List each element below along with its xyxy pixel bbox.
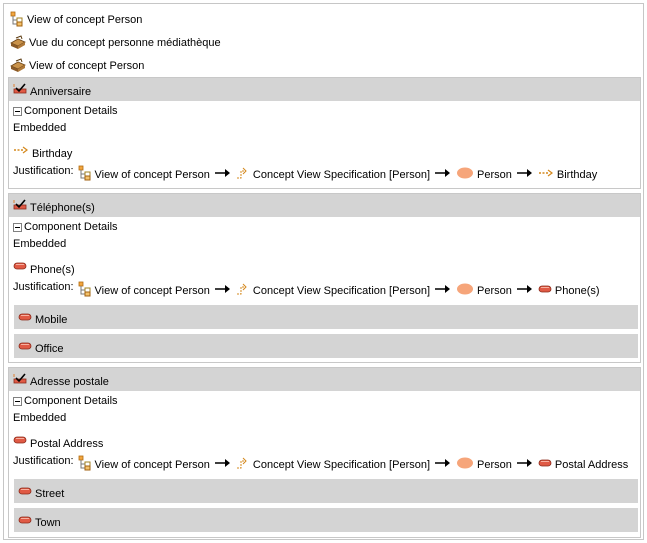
collapse-icon[interactable]	[13, 396, 22, 406]
arrow-right-icon	[214, 284, 231, 294]
red-attribute-icon	[18, 516, 32, 524]
sub-item-label: Office	[35, 342, 64, 355]
concept-view-icon	[78, 165, 91, 181]
justification-concept[interactable]: Person	[456, 165, 512, 181]
justification-label: Justification:	[13, 455, 74, 467]
checked-attribute-icon	[13, 372, 27, 387]
view-title: View of concept Person	[27, 14, 143, 26]
embedded-label: Embedded	[13, 122, 67, 134]
justification-row: Justification: View of concept Person Co…	[13, 455, 628, 471]
section-header[interactable]: Téléphone(s)	[9, 194, 640, 217]
collapse-icon[interactable]	[13, 106, 22, 116]
library-view-row[interactable]: Vue du concept personne médiathèque	[10, 32, 221, 50]
justification-spec[interactable]: Concept View Specification [Person]	[236, 281, 430, 297]
component-details-label: Component Details	[24, 105, 118, 117]
arrow-right-icon	[516, 458, 533, 468]
component-details-toggle[interactable]: Component Details	[13, 221, 118, 233]
justification-row: Justification: View of concept Person Co…	[13, 281, 600, 297]
spec-icon	[236, 283, 247, 295]
justification-row: Justification: View of concept Person Co…	[13, 165, 597, 181]
view-title-2: View of concept Person	[29, 60, 145, 72]
element-label: Phone(s)	[30, 264, 75, 276]
library-view-title: Vue du concept personne médiathèque	[29, 37, 221, 49]
book-icon	[10, 34, 26, 50]
details-panel: View of concept Person Vue du concept pe…	[3, 3, 644, 540]
arrow-right-icon	[435, 458, 451, 468]
justification-concept[interactable]: Person	[456, 281, 512, 297]
concept-view-icon	[78, 281, 91, 297]
arrow-right-icon	[516, 168, 533, 178]
collapse-icon[interactable]	[13, 222, 22, 232]
red-attribute-icon	[18, 487, 32, 495]
justification-label: Justification:	[13, 165, 74, 177]
justification-attribute[interactable]: Phone(s)	[538, 281, 600, 297]
sub-item-street[interactable]: Street	[14, 479, 638, 503]
justification-attribute[interactable]: Postal Address	[538, 455, 628, 471]
justification-spec[interactable]: Concept View Specification [Person]	[236, 165, 430, 181]
justification-spec[interactable]: Concept View Specification [Person]	[236, 455, 430, 471]
element-label: Postal Address	[30, 438, 104, 450]
arrow-right-icon	[435, 284, 451, 294]
spec-icon	[236, 457, 247, 469]
checked-attribute-icon	[13, 198, 27, 213]
justification-view[interactable]: View of concept Person	[78, 165, 210, 181]
spec-icon	[236, 167, 247, 179]
red-attribute-icon	[18, 342, 32, 350]
concept-ellipse-icon	[457, 167, 474, 179]
red-attribute-icon	[538, 459, 552, 467]
concept-view-icon	[10, 11, 24, 27]
sub-item-town[interactable]: Town	[14, 508, 638, 532]
component-details-toggle[interactable]: Component Details	[13, 105, 118, 117]
concept-view-icon	[78, 455, 91, 471]
section-header[interactable]: Adresse postale	[9, 368, 640, 391]
section-title: Anniversaire	[30, 85, 92, 98]
section-telephones: Téléphone(s) Component Details Embedded …	[8, 193, 641, 363]
red-attribute-icon	[13, 435, 27, 445]
concept-ellipse-icon	[457, 283, 474, 295]
red-attribute-icon	[538, 285, 552, 293]
embedded-label: Embedded	[13, 238, 67, 250]
arrow-right-icon	[214, 168, 231, 178]
concept-ellipse-icon	[457, 457, 474, 469]
arrow-right-icon	[516, 284, 533, 294]
view-title-row[interactable]: View of concept Person	[10, 9, 142, 27]
checked-attribute-icon	[13, 82, 27, 97]
dashed-arrow-attribute-icon	[13, 144, 29, 156]
element-row[interactable]: Birthday	[13, 140, 72, 160]
sub-item-label: Street	[35, 487, 65, 500]
sub-item-mobile[interactable]: Mobile	[14, 305, 638, 329]
component-details-label: Component Details	[24, 221, 118, 233]
element-label: Birthday	[32, 148, 73, 160]
arrow-right-icon	[435, 168, 451, 178]
section-adresse-postale: Adresse postale Component Details Embedd…	[8, 367, 641, 538]
component-details-toggle[interactable]: Component Details	[13, 395, 118, 407]
justification-label: Justification:	[13, 281, 74, 293]
red-attribute-icon	[13, 261, 27, 271]
section-anniversaire: Anniversaire Component Details Embedded …	[8, 77, 641, 189]
sub-item-label: Town	[35, 516, 61, 529]
dashed-arrow-attribute-icon	[538, 169, 553, 177]
element-row[interactable]: Phone(s)	[13, 256, 75, 276]
arrow-right-icon	[214, 458, 231, 468]
justification-concept[interactable]: Person	[456, 455, 512, 471]
embedded-label: Embedded	[13, 412, 67, 424]
book-icon	[10, 57, 26, 73]
sub-item-office[interactable]: Office	[14, 334, 638, 358]
justification-view[interactable]: View of concept Person	[78, 455, 210, 471]
red-attribute-icon	[18, 313, 32, 321]
section-header[interactable]: Anniversaire	[9, 78, 640, 101]
justification-view[interactable]: View of concept Person	[78, 281, 210, 297]
view-title-row-2[interactable]: View of concept Person	[10, 55, 144, 73]
element-row[interactable]: Postal Address	[13, 430, 103, 450]
sub-item-label: Mobile	[35, 313, 68, 326]
section-title: Adresse postale	[30, 375, 109, 388]
section-title: Téléphone(s)	[30, 201, 95, 214]
component-details-label: Component Details	[24, 395, 118, 407]
justification-attribute[interactable]: Birthday	[538, 165, 597, 181]
